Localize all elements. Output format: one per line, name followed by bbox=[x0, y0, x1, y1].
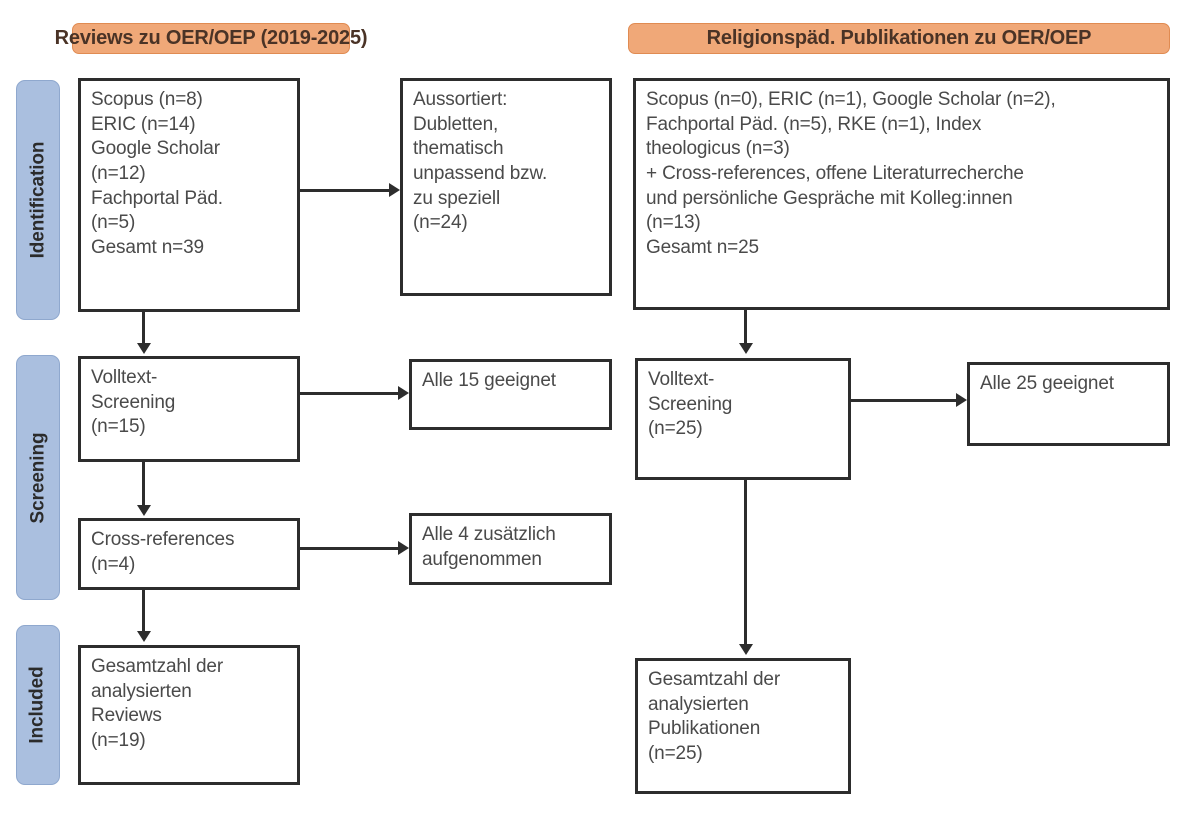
box-left-identification-sources: Scopus (n=8) ERIC (n=14) Google Scholar … bbox=[78, 78, 300, 312]
column-header-reviews: Reviews zu OER/OEP (2019-2025) bbox=[55, 23, 368, 54]
box-right-included-total: Gesamtzahl der analysierten Publikatione… bbox=[635, 658, 851, 794]
arrowhead-left-identification-to-excluded bbox=[389, 183, 400, 197]
stage-label-identification: Identification bbox=[27, 141, 49, 259]
box-left-crossrefs: Cross-references (n=4) bbox=[78, 518, 300, 590]
arrowhead-right-screening-to-result bbox=[956, 393, 967, 407]
box-left-crossrefs-result: Alle 4 zusätzlich aufgenommen bbox=[409, 513, 612, 585]
arrowhead-right-identification-to-screening bbox=[739, 343, 753, 354]
arrowhead-right-screening-to-included bbox=[739, 644, 753, 655]
column-header-religionspaed: Religionspäd. Publikationen zu OER/OEP bbox=[628, 23, 1170, 54]
stage-label-included: Included bbox=[27, 666, 49, 744]
box-left-included-total: Gesamtzahl der analysierten Reviews (n=1… bbox=[78, 645, 300, 785]
connector-left-crossrefs-to-result bbox=[300, 547, 398, 550]
box-left-volltext-screening: Volltext- Screening (n=15) bbox=[78, 356, 300, 462]
stage-bar-screening: Screening bbox=[16, 355, 60, 600]
arrowhead-left-identification-to-screening bbox=[137, 343, 151, 354]
stage-label-screening: Screening bbox=[27, 432, 48, 523]
connector-left-identification-to-screening bbox=[142, 312, 145, 344]
connector-right-screening-to-result bbox=[851, 399, 956, 402]
connector-left-screening-to-result bbox=[300, 392, 398, 395]
stage-bar-identification: Identification bbox=[16, 80, 60, 320]
box-left-excluded: Aussortiert: Dubletten, thematisch unpas… bbox=[400, 78, 612, 296]
box-right-screening-result: Alle 25 geeignet bbox=[967, 362, 1170, 446]
connector-left-identification-to-excluded bbox=[300, 189, 389, 192]
arrowhead-left-screening-to-result bbox=[398, 386, 409, 400]
connector-right-identification-to-screening bbox=[744, 310, 747, 344]
connector-left-screening-to-crossrefs bbox=[142, 462, 145, 506]
arrowhead-left-crossrefs-to-result bbox=[398, 541, 409, 555]
arrowhead-left-crossrefs-to-included bbox=[137, 631, 151, 642]
box-right-identification-sources: Scopus (n=0), ERIC (n=1), Google Scholar… bbox=[633, 78, 1170, 310]
box-left-screening-result: Alle 15 geeignet bbox=[409, 359, 612, 430]
arrowhead-left-screening-to-crossrefs bbox=[137, 505, 151, 516]
stage-bar-included: Included bbox=[16, 625, 60, 785]
connector-right-screening-to-included bbox=[744, 480, 747, 645]
box-right-volltext-screening: Volltext- Screening (n=25) bbox=[635, 358, 851, 480]
connector-left-crossrefs-to-included bbox=[142, 590, 145, 632]
